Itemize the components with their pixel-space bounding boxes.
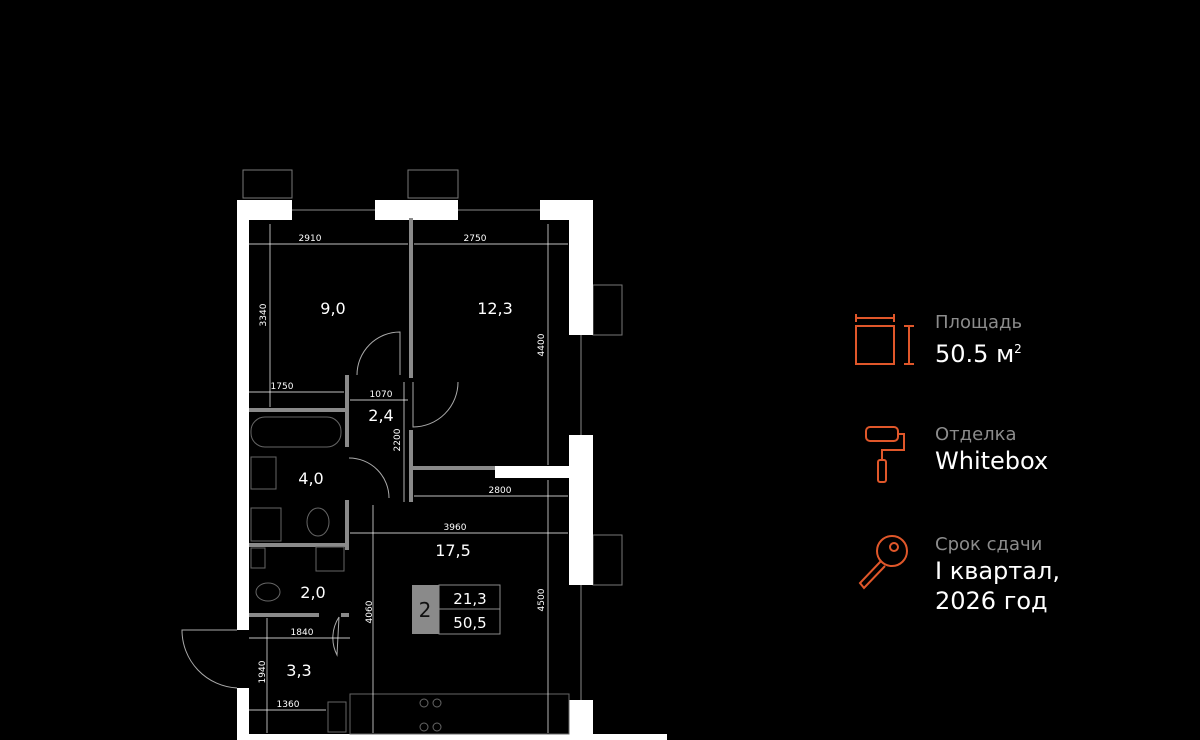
area-badge: 2 21,3 50,5: [412, 584, 501, 635]
room-area-kitchen: 17,5: [435, 541, 471, 560]
fixtures: [250, 416, 570, 735]
dim-label: 1940: [258, 660, 268, 683]
dim-label: 1840: [291, 628, 314, 638]
doors: [181, 331, 459, 689]
windows: [292, 209, 582, 700]
area-value-number: 50.5 м: [935, 340, 1015, 368]
badge-total-area: 50,5: [453, 614, 486, 632]
outer-walls: [237, 200, 667, 740]
badge-rooms: 2: [419, 598, 432, 622]
dim-label: 4060: [365, 600, 375, 623]
area-unit-superscript: 2: [1014, 342, 1022, 356]
badge-living-area: 21,3: [453, 590, 486, 608]
dim-label: 2750: [464, 234, 487, 244]
dim-label: 4400: [537, 333, 547, 356]
dim-label: 4500: [537, 588, 547, 611]
balconies: [242, 169, 623, 586]
area-info: Площадь 50.5 м2: [935, 312, 1022, 369]
area-value: 50.5 м2: [935, 334, 1022, 369]
deadline-value-line1: I квартал,: [935, 557, 1060, 585]
paint-roller-icon: [865, 426, 905, 483]
dim-label: 3340: [259, 303, 269, 326]
dim-label: 1070: [370, 390, 393, 400]
dim-label: 1750: [271, 382, 294, 392]
dim-label: 2800: [489, 486, 512, 496]
key-icon: [858, 535, 908, 590]
area-icon: [855, 314, 914, 365]
dim-label: 3960: [444, 523, 467, 533]
dim-label: 2200: [393, 428, 403, 451]
dimension-labels: 2910 2750 3340 4400 1750 1070 2200 2800 …: [258, 234, 547, 710]
deadline-label: Срок сдачи: [935, 534, 1043, 555]
room-areas: 9,0 12,3 2,4 4,0 17,5 2,0 3,3: [286, 299, 513, 680]
area-label: Площадь: [935, 312, 1023, 333]
deadline-info: Срок сдачи I квартал, 2026 год: [935, 534, 1060, 616]
deadline-value-line2: 2026 год: [935, 587, 1048, 615]
room-area-bedroom-1: 9,0: [320, 299, 345, 318]
room-area-bathroom: 4,0: [298, 469, 323, 488]
finish-label: Отделка: [935, 424, 1017, 445]
room-area-entrance: 3,3: [286, 661, 311, 680]
room-area-bedroom-2: 12,3: [477, 299, 513, 318]
dim-label: 2910: [299, 234, 322, 244]
room-area-hall: 2,4: [368, 406, 393, 425]
room-area-toilet: 2,0: [300, 583, 325, 602]
dim-label: 1360: [277, 700, 300, 710]
dimension-lines: [249, 224, 568, 733]
finish-info: Отделка Whitebox: [935, 424, 1048, 476]
partitions: [249, 218, 495, 617]
finish-value: Whitebox: [935, 447, 1049, 475]
